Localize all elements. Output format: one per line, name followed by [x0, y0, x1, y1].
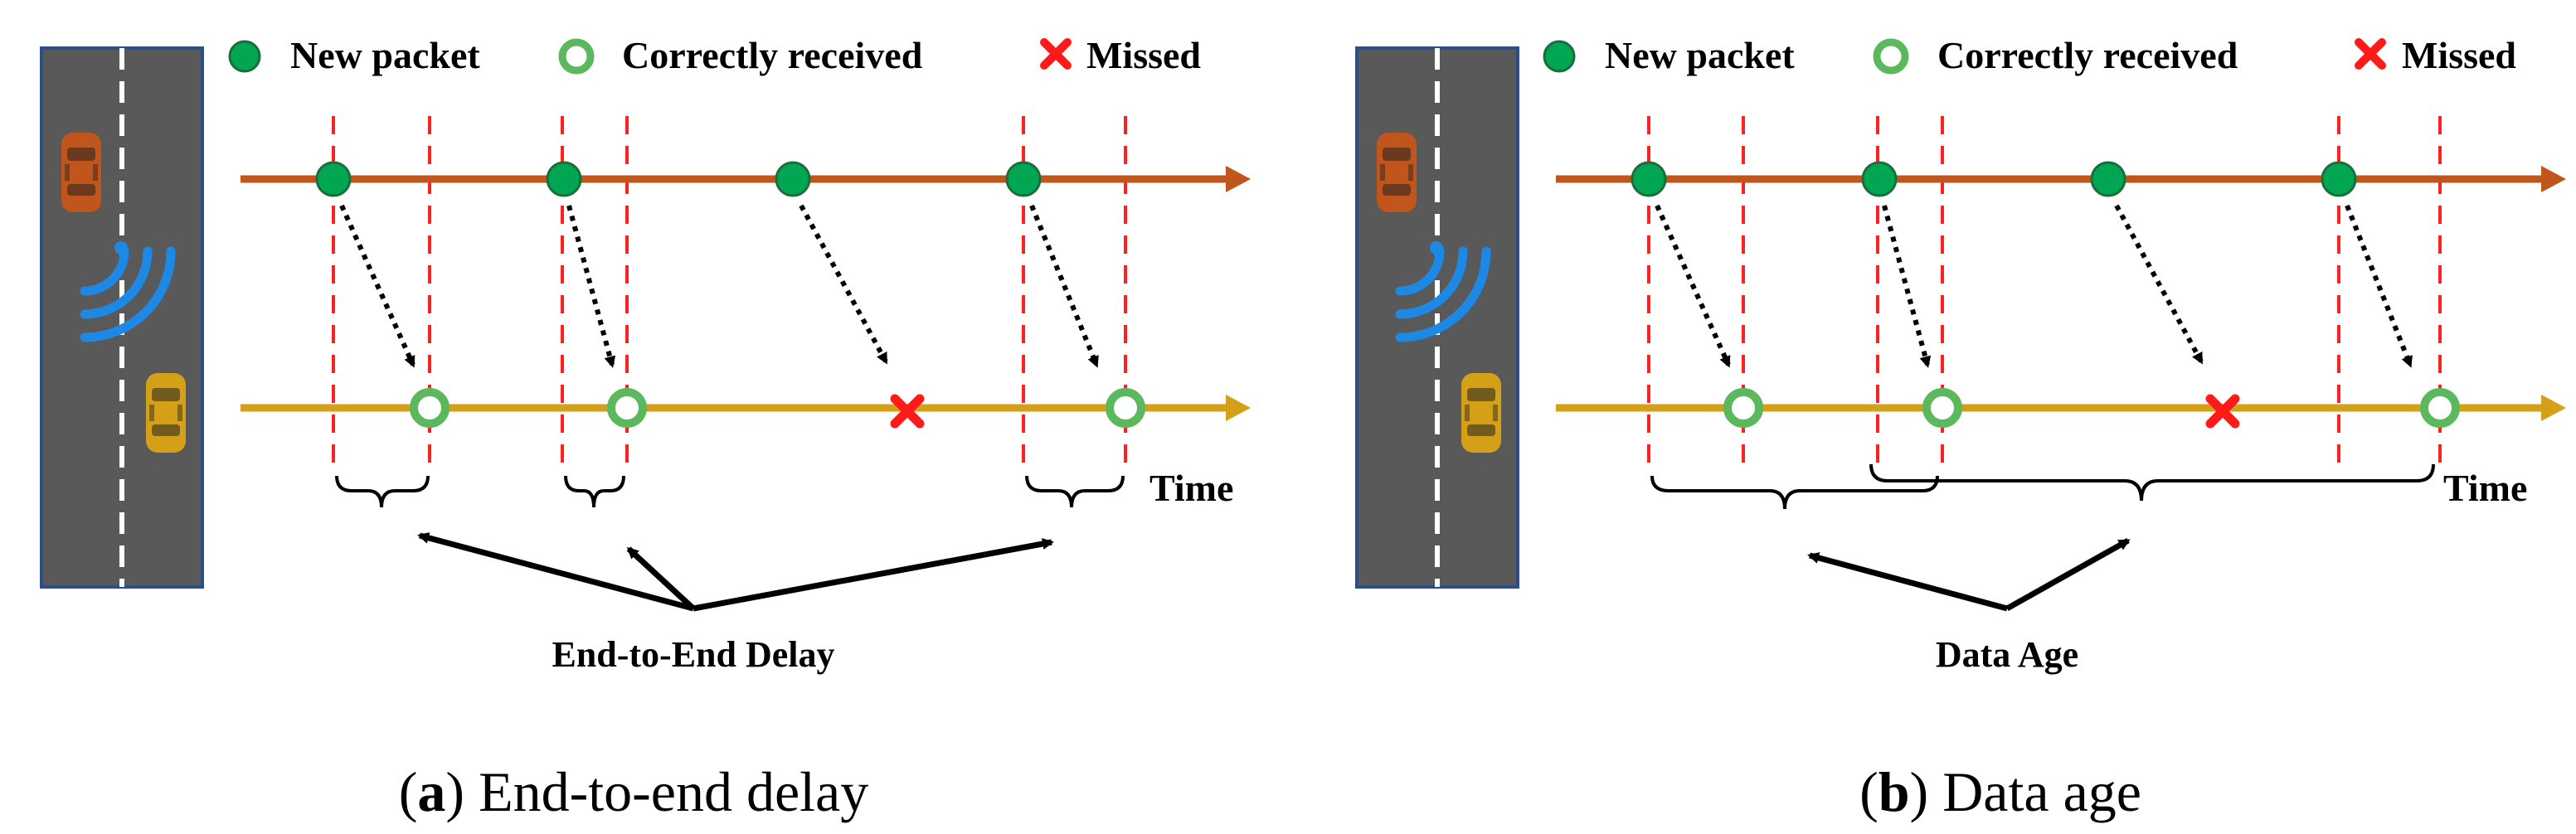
caption-letter: a: [417, 760, 445, 823]
label-pointer-arrows: [417, 532, 1054, 612]
transmission-arrow: [1029, 204, 1099, 368]
panel-caption: (b) Data age: [1859, 760, 2141, 823]
receiver-timeline-arrowhead: [2541, 395, 2566, 421]
transmission-arrows: [1655, 204, 2413, 368]
legend: New packet Correctly received Missed: [230, 34, 1201, 76]
legend-missed: Missed: [2402, 34, 2516, 76]
received-marker: [1723, 388, 1763, 428]
road-illustration: [41, 48, 202, 587]
received-packets: [1723, 388, 2460, 428]
brace: [1650, 475, 1939, 510]
deadline-lines: [332, 116, 1127, 471]
legend: New packet Correctly received Missed: [1544, 34, 2516, 76]
brace: [335, 475, 430, 508]
new-packet-marker: [2090, 161, 2126, 197]
new-packets: [315, 161, 1042, 197]
missed-marker: [2205, 394, 2240, 429]
panel-data-age: New packet Correctly received Missed: [1357, 34, 2566, 823]
caption-text: Data age: [1942, 760, 2141, 823]
transmission-arrow: [339, 204, 416, 368]
new-packet-marker: [546, 161, 582, 197]
received-marker: [410, 388, 450, 428]
caption-paren-close: ): [445, 760, 479, 823]
received-packets: [410, 388, 1145, 428]
panel-caption: (a) End-to-end delay: [399, 760, 868, 823]
new-packet-marker: [775, 161, 811, 197]
legend-new-packet: New packet: [1605, 34, 1795, 76]
missed-marker: [890, 394, 925, 429]
new-packet-marker: [1861, 161, 1898, 197]
time-axis-label: Time: [1149, 467, 1233, 509]
label-pointer-arrows: [1807, 537, 2131, 612]
received-marker: [2420, 388, 2460, 428]
transmission-arrows: [339, 204, 1099, 368]
new-packet-marker: [1005, 161, 1042, 197]
new-packet-marker: [1631, 161, 1667, 197]
legend-new-packet: New packet: [290, 34, 480, 76]
sender-timeline-arrowhead: [1226, 166, 1251, 192]
legend-correctly-received: Correctly received: [622, 34, 923, 76]
received-marker: [1106, 388, 1145, 428]
caption-paren-open: (: [1859, 760, 1879, 823]
time-axis-label: Time: [2443, 467, 2527, 509]
brace: [564, 475, 625, 508]
legend-missed: Missed: [1086, 34, 1201, 76]
new-packet-marker: [2321, 161, 2357, 197]
delay-braces: [335, 475, 1125, 508]
received-marker: [607, 388, 647, 428]
legend-correctly-received: Correctly received: [1937, 34, 2238, 76]
brace: [1869, 463, 2435, 502]
deadline-lines: [1647, 116, 2442, 471]
caption-paren-open: (: [399, 760, 418, 823]
receiver-timeline-arrowhead: [1226, 395, 1251, 421]
sender-timeline-arrowhead: [2541, 166, 2566, 192]
new-packets: [1631, 161, 2357, 197]
transmission-arrow: [799, 204, 888, 365]
metric-label: Data Age: [1936, 634, 2078, 675]
caption-letter: b: [1879, 760, 1910, 823]
panel-end-to-end-delay: New packet Correctly received Missed: [41, 34, 1251, 823]
caption-text: End-to-end delay: [479, 760, 868, 823]
age-braces: [1650, 463, 2435, 510]
caption-paren-close: ): [1910, 760, 1943, 823]
new-packet-marker: [315, 161, 352, 197]
received-marker: [1922, 388, 1962, 428]
metric-label: End-to-End Delay: [552, 634, 834, 675]
transmission-arrow: [566, 205, 616, 368]
brace: [1025, 475, 1125, 508]
road-illustration: [1357, 48, 1518, 587]
